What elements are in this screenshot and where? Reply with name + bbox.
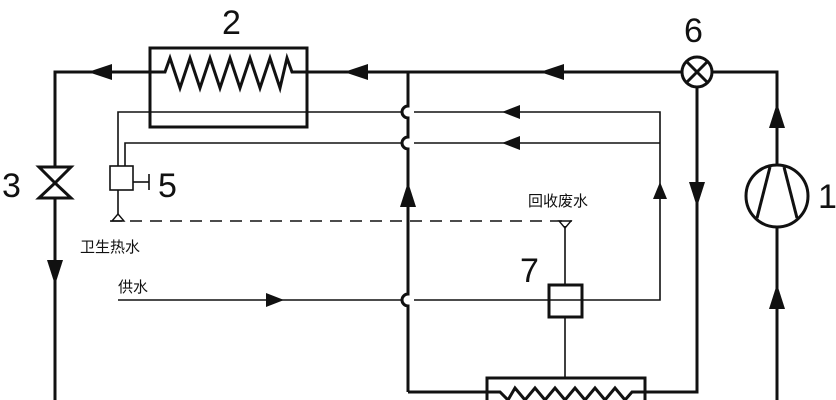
arrow-up-icon (653, 182, 667, 199)
waste-water-label: 回收废水 (528, 192, 588, 210)
arrow-down-icon (689, 182, 705, 207)
waste-heat-exchanger-7 (547, 283, 584, 319)
arrow-left-icon (540, 64, 564, 80)
arrow-left-icon (502, 105, 520, 119)
arrow-right-icon (266, 293, 284, 307)
valve-5 (109, 165, 150, 191)
label-7: 7 (520, 252, 539, 290)
arrow-up-icon (400, 182, 416, 207)
refrigerant-loop (53, 70, 779, 400)
label-3: 3 (2, 167, 21, 205)
arrow-down-icon (47, 260, 63, 285)
arrow-up-icon (769, 284, 785, 309)
water-lines (110, 111, 661, 378)
supply-water-label: 供水 (118, 278, 148, 296)
arrow-up-icon (769, 103, 785, 128)
arrow-left-icon (88, 64, 112, 80)
flow-arrows (47, 64, 785, 309)
reversing-valve-6 (680, 55, 714, 89)
arrow-left-icon (344, 64, 368, 80)
condenser-2 (148, 46, 309, 129)
evaporator (485, 376, 647, 400)
arrow-left-icon (502, 136, 520, 150)
label-2: 2 (222, 4, 241, 42)
label-1: 1 (818, 178, 836, 216)
label-6: 6 (684, 12, 703, 50)
label-5: 5 (158, 167, 177, 205)
compressor-1 (744, 163, 810, 229)
hot-water-label: 卫生热水 (80, 238, 140, 256)
expansion-valve-3 (35, 165, 75, 200)
